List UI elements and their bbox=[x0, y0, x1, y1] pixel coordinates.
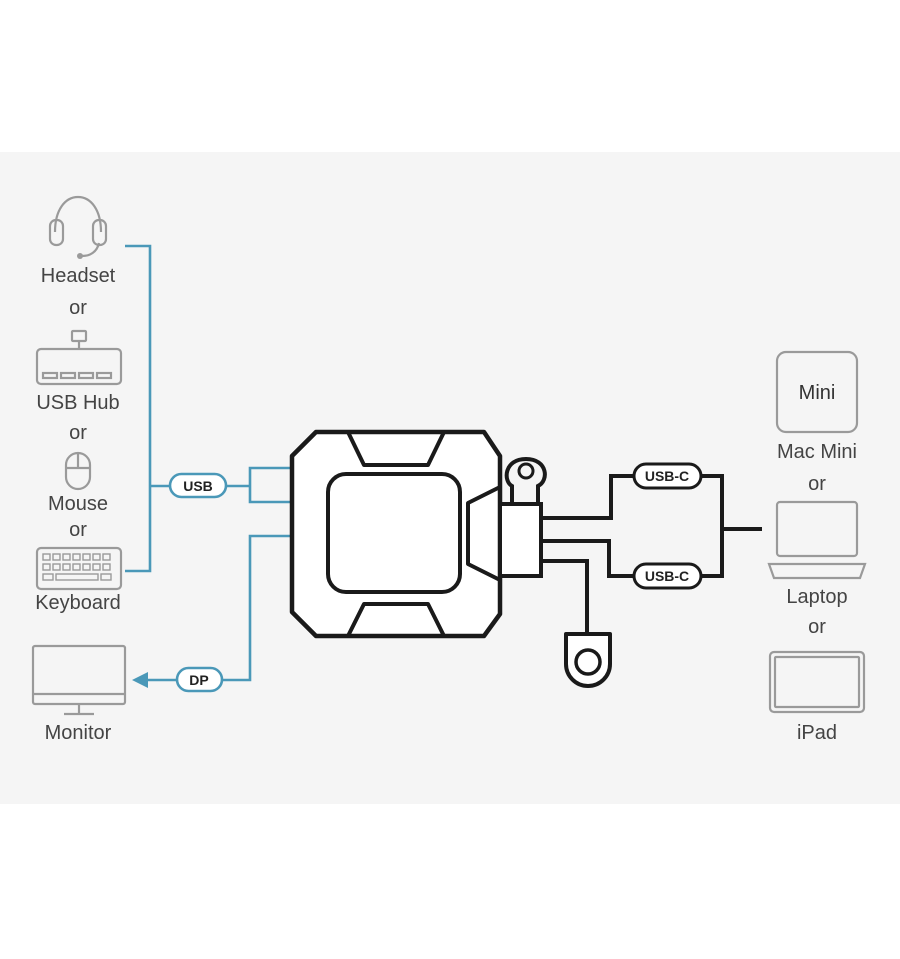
or-text: or bbox=[808, 616, 826, 638]
keyboard-icon bbox=[35, 546, 123, 591]
usb-cable bbox=[125, 244, 292, 573]
headset-label: Headset bbox=[41, 265, 116, 287]
dp-cable bbox=[132, 534, 292, 688]
usb-c-top-label: USB-C bbox=[645, 468, 689, 484]
usb-hub-label: USB Hub bbox=[36, 392, 119, 414]
or-text: or bbox=[69, 297, 87, 319]
arrow-left-icon bbox=[132, 672, 148, 688]
headset-icon bbox=[48, 195, 108, 259]
usb-connector-label: USB bbox=[183, 478, 213, 494]
monitor-icon bbox=[31, 644, 127, 716]
monitor-label: Monitor bbox=[45, 722, 112, 744]
or-text: or bbox=[808, 473, 826, 495]
usb-c-cables bbox=[541, 474, 762, 578]
keyboard-label: Keyboard bbox=[35, 592, 121, 614]
usb-c-top-badge: USB-C bbox=[632, 462, 703, 490]
ipad-label: iPad bbox=[797, 722, 837, 744]
ipad-icon bbox=[768, 650, 866, 714]
kvm-switch-icon bbox=[289, 429, 503, 639]
usb-connector-badge: USB bbox=[168, 472, 228, 499]
mac-mini-icon: Mini bbox=[775, 350, 859, 434]
usb-hub-icon bbox=[35, 329, 123, 386]
mac-mini-label: Mac Mini bbox=[777, 441, 857, 463]
mouse-label: Mouse bbox=[48, 493, 108, 515]
mouse-icon bbox=[64, 451, 92, 491]
laptop-label: Laptop bbox=[786, 586, 847, 608]
cable-housing bbox=[498, 456, 547, 578]
usb-c-bottom-label: USB-C bbox=[645, 568, 689, 584]
dp-connector-label: DP bbox=[189, 672, 208, 688]
or-text: or bbox=[69, 519, 87, 541]
dp-connector-badge: DP bbox=[175, 666, 224, 693]
usb-c-bottom-badge: USB-C bbox=[632, 562, 703, 590]
or-text: or bbox=[69, 422, 87, 444]
remote-button-icon bbox=[541, 559, 612, 688]
laptop-icon bbox=[767, 500, 867, 580]
mac-mini-badge: Mini bbox=[799, 382, 836, 404]
